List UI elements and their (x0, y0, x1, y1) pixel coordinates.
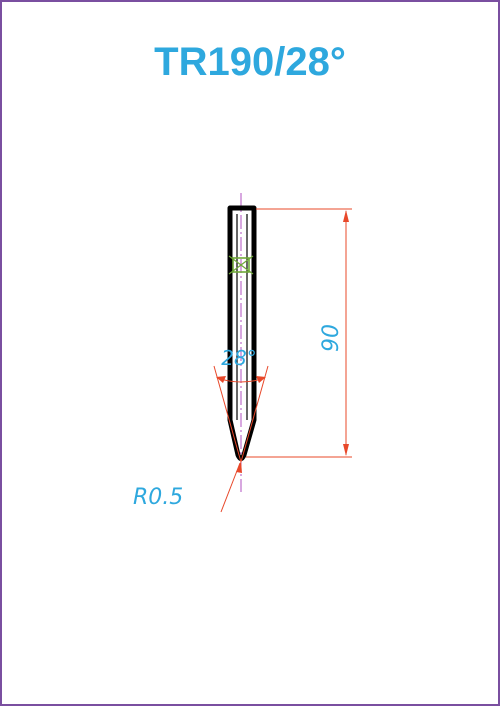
radius-dimension-label: R0.5 (133, 485, 183, 510)
angle-dimension-label: 28° (221, 346, 256, 370)
clamp-marker (228, 255, 254, 275)
radius-arrow (236, 461, 242, 473)
height-arrow-top (343, 210, 349, 222)
height-dimension-label: 90 (319, 324, 344, 352)
angle-arrow-left (216, 376, 226, 383)
height-arrow-bottom (343, 444, 349, 456)
tool-outline (227, 205, 257, 461)
page-title: TR190/28° (154, 40, 346, 84)
angle-arrow-right (256, 376, 266, 383)
